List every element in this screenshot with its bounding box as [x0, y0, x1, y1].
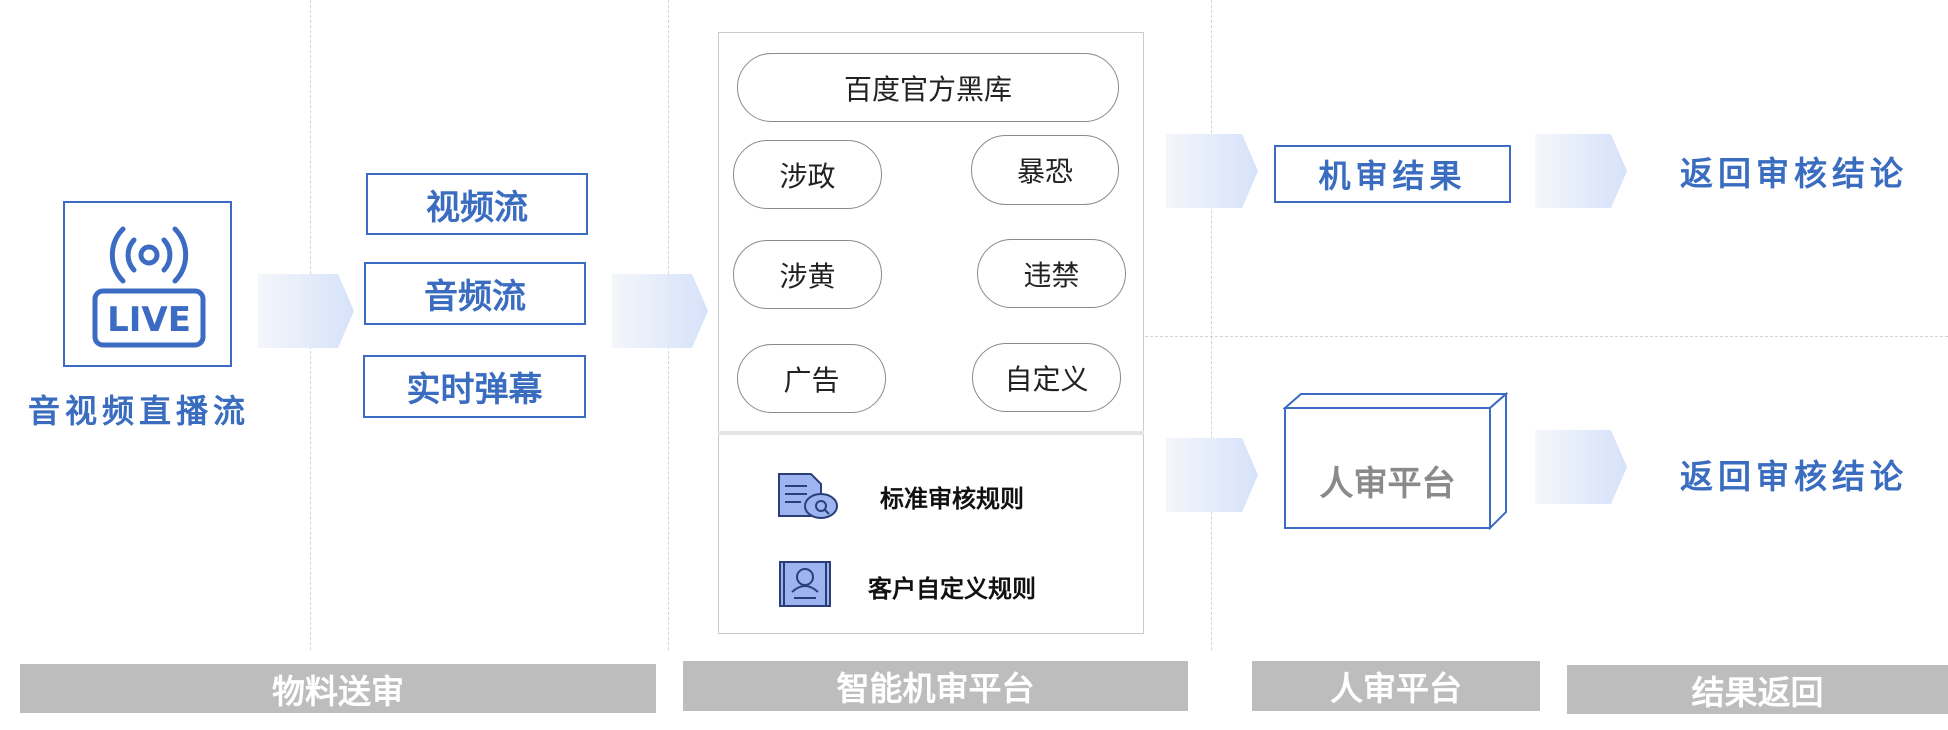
- footer-section: 物料送审: [20, 664, 656, 713]
- machine-review-panel: [718, 32, 1144, 634]
- blacklist-pill: 百度官方黑库: [737, 53, 1119, 122]
- category-pill: 涉黄: [733, 240, 882, 309]
- rule-label: 标准审核规则: [880, 485, 1024, 513]
- stream-box-video: 视频流: [366, 173, 588, 235]
- stream-label: 实时弹幕: [406, 370, 543, 410]
- footer-section: 人审平台: [1252, 661, 1540, 711]
- category-label: 涉政: [779, 159, 836, 193]
- category-pill: 违禁: [977, 239, 1126, 308]
- rule-label: 客户自定义规则: [868, 575, 1036, 603]
- return-result-label: 返回审核结论: [1680, 154, 1908, 193]
- column-divider: [1211, 0, 1212, 650]
- live-icon-box: LIVE: [63, 201, 232, 367]
- footer-label: 智能机审平台: [836, 669, 1035, 708]
- machine-result-box: 机审结果: [1274, 145, 1511, 203]
- return-result-label: 返回审核结论: [1680, 457, 1908, 496]
- category-label: 自定义: [1004, 362, 1089, 396]
- flow-arrow-icon: [612, 274, 708, 348]
- user-card-icon: [779, 561, 831, 607]
- category-label: 广告: [783, 363, 840, 397]
- footer-section: 智能机审平台: [683, 661, 1188, 711]
- source-title: 音视频直播流: [28, 392, 251, 430]
- blacklist-label: 百度官方黑库: [843, 72, 1012, 106]
- machine-result-label: 机审结果: [1318, 157, 1467, 195]
- category-pill: 自定义: [972, 343, 1121, 412]
- stream-label: 视频流: [426, 187, 528, 228]
- document-search-icon: [778, 473, 838, 519]
- category-label: 违禁: [1023, 258, 1080, 292]
- row-divider: [1120, 336, 1948, 337]
- footer-label: 人审平台: [1330, 669, 1462, 708]
- flow-arrow-icon: [1535, 134, 1627, 208]
- panel-divider: [718, 431, 1144, 435]
- category-label: 暴恐: [1016, 155, 1073, 188]
- category-pill: 暴恐: [971, 135, 1119, 205]
- footer-label: 结果返回: [1691, 672, 1824, 712]
- flow-arrow-icon: [258, 274, 354, 348]
- human-platform-box: [1283, 392, 1508, 530]
- live-label: LIVE: [107, 300, 191, 340]
- category-pill: 广告: [737, 344, 886, 413]
- flow-arrow-icon: [1535, 430, 1627, 504]
- flow-arrow-icon: [1166, 438, 1258, 512]
- live-broadcast-icon: LIVE: [92, 226, 206, 348]
- human-platform-label: 人审平台: [1319, 464, 1456, 504]
- stream-box-danmaku: 实时弹幕: [363, 355, 586, 418]
- flow-arrow-icon: [1166, 134, 1258, 208]
- stream-label: 音频流: [424, 277, 526, 317]
- footer-section: 结果返回: [1567, 665, 1948, 714]
- category-pill: 涉政: [733, 140, 882, 209]
- stream-box-audio: 音频流: [364, 262, 586, 325]
- category-label: 涉黄: [779, 259, 836, 293]
- footer-label: 物料送审: [272, 671, 404, 711]
